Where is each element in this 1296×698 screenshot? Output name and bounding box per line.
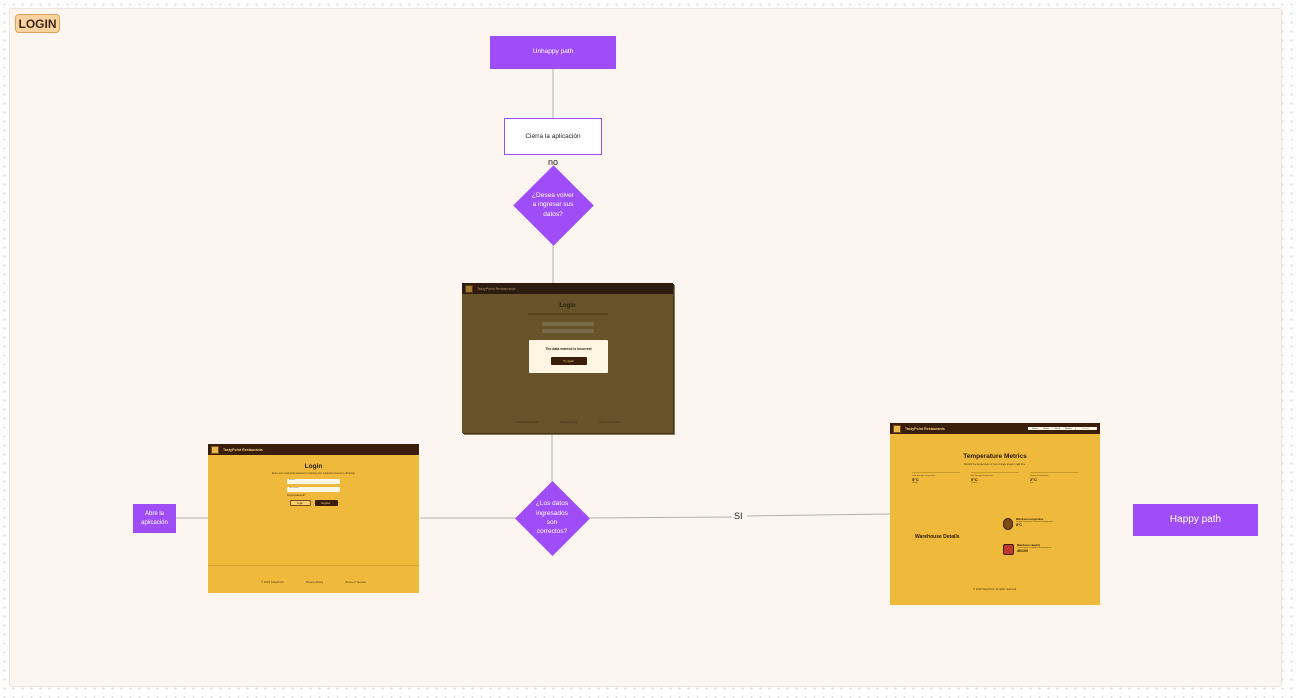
register-button[interactable]: Register bbox=[314, 500, 338, 507]
login-footer-copyright: © 2023 TastyPoint bbox=[261, 580, 284, 584]
login-screen-mock[interactable]: TastyPoint Restaurants Login Enter your … bbox=[208, 444, 419, 593]
error-screen-password-field[interactable] bbox=[541, 329, 594, 333]
edge-label-no: no bbox=[548, 157, 559, 167]
metric-value: 5°C bbox=[971, 477, 978, 482]
login-button[interactable]: Login bbox=[289, 500, 311, 507]
login-screen-footer: © 2023 TastyPoint Privacy Policy Terms o… bbox=[208, 580, 419, 584]
metrics-row: Cold Storage Temperature 5°C Normal Dry … bbox=[912, 472, 1078, 484]
login-screen-header: TastyPoint Restaurants bbox=[208, 444, 419, 455]
unhappy-path-node[interactable]: Unhappy path bbox=[490, 36, 616, 69]
thermometer-icon bbox=[1003, 518, 1013, 530]
nav-item-orders[interactable]: Orders bbox=[1042, 427, 1050, 430]
logo-icon bbox=[465, 284, 473, 293]
metric-card: Freezer Temperature 2°C Low bbox=[1030, 472, 1078, 484]
nav-item-stock[interactable]: Stock bbox=[1054, 427, 1060, 430]
open-app-node[interactable]: Abre la aplicación bbox=[133, 504, 176, 533]
section-label[interactable]: LOGIN bbox=[15, 14, 60, 33]
error-screen-subtitle-line bbox=[527, 313, 608, 315]
login-screen-title: Login bbox=[304, 463, 323, 470]
login-footer-privacy[interactable]: Privacy Policy bbox=[305, 580, 324, 584]
error-screen-footer: © 2023 TastyPoint Privacy Policy Terms o… bbox=[462, 420, 673, 424]
happy-path-node[interactable]: Happy path bbox=[1133, 504, 1258, 536]
error-screen-title: Login bbox=[559, 303, 576, 309]
error-screen-email-field[interactable] bbox=[541, 322, 594, 326]
warehouse-item-desc: Current temperature of the main storage … bbox=[1016, 521, 1053, 523]
password-input-placeholder: Password bbox=[289, 487, 299, 490]
dashboard-brand-group: TastyPoint Restaurants bbox=[893, 424, 945, 433]
login-screen-subtitle: Enter your email and password to manage … bbox=[271, 472, 356, 475]
dashboard-title: Temperature Metrics bbox=[963, 453, 1027, 460]
close-app-label: Cierra la aplicación bbox=[525, 133, 581, 140]
unhappy-path-label: Unhappy path bbox=[532, 48, 574, 56]
login-screen-brand: TastyPoint Restaurants bbox=[223, 447, 263, 452]
login-footer-divider bbox=[208, 565, 419, 566]
email-input-placeholder: Email bbox=[289, 479, 295, 482]
open-app-label: Abre la aplicación bbox=[141, 511, 168, 526]
error-footer-copyright: © 2023 TastyPoint bbox=[515, 420, 538, 424]
error-screen-brand: TastyPoint Restaurants bbox=[477, 286, 516, 291]
nav-item-metrics[interactable]: Metrics bbox=[1065, 427, 1073, 430]
password-input[interactable]: Password bbox=[287, 487, 340, 493]
forgot-password-link[interactable]: Forgot password? bbox=[287, 495, 306, 498]
error-footer-privacy[interactable]: Privacy Policy bbox=[559, 420, 578, 424]
metric-card: Cold Storage Temperature 5°C Normal bbox=[912, 472, 960, 484]
happy-path-label: Happy path bbox=[1169, 514, 1222, 526]
error-modal-button[interactable]: Try again bbox=[550, 357, 587, 365]
login-actions: Login Register bbox=[208, 500, 419, 507]
warehouse-item-value: 36/100 bbox=[1017, 549, 1028, 553]
metric-card: Dry Storage Temperature 5°C Normal bbox=[971, 472, 1019, 484]
logo-icon bbox=[211, 445, 219, 454]
dashboard-nav: Home Orders Stock Metrics Search bbox=[1027, 427, 1097, 430]
logo-icon bbox=[893, 424, 901, 433]
warehouse-section: Warehouse Details Warehouse temperature … bbox=[890, 515, 1100, 565]
metric-note: Normal bbox=[912, 482, 918, 484]
reenter-decision-node[interactable]: ¿Desea volver a ingresar sus datos? bbox=[512, 164, 594, 246]
error-screen-mock[interactable]: TastyPoint Restaurants Login The data en… bbox=[462, 283, 673, 433]
metric-note: Low bbox=[1030, 482, 1034, 484]
data-correct-question-label: ¿Los datos ingresados son correctos? bbox=[535, 500, 569, 536]
warehouse-item-value: 8°C bbox=[1016, 523, 1023, 527]
metric-label: Dry Storage Temperature bbox=[971, 475, 994, 477]
dashboard-footer: © 2023 TastyPoint. All rights reserved. bbox=[973, 588, 1017, 591]
dashboard-subtitle: Monitor the temperature of your storage … bbox=[964, 463, 1026, 466]
error-screen-header: TastyPoint Restaurants bbox=[462, 283, 673, 294]
metric-note: Normal bbox=[971, 482, 977, 484]
reenter-question-label: ¿Desea volver a ingresar sus datos? bbox=[532, 191, 574, 218]
warehouse-item: Warehouse capacity Current space occupie… bbox=[1003, 544, 1051, 555]
metric-value: 2°C bbox=[1030, 477, 1037, 482]
warehouse-item-desc: Current space occupied by stored product… bbox=[1017, 547, 1052, 549]
warehouse-title: Warehouse Details bbox=[915, 534, 960, 540]
dashboard-brand: TastyPoint Restaurants bbox=[905, 426, 945, 431]
nav-search-input[interactable]: Search bbox=[1075, 427, 1095, 430]
dashboard-screen-mock[interactable]: TastyPoint Restaurants Home Orders Stock… bbox=[890, 423, 1100, 605]
edge-label-si: SI bbox=[734, 511, 743, 521]
data-correct-decision-node[interactable]: ¿Los datos ingresados son correctos? bbox=[514, 480, 590, 556]
metric-label: Cold Storage Temperature bbox=[912, 475, 936, 477]
nav-item-home[interactable]: Home bbox=[1031, 427, 1038, 430]
warehouse-item: Warehouse temperature Current temperatur… bbox=[1003, 518, 1053, 530]
metric-label: Freezer Temperature bbox=[1030, 475, 1049, 477]
dashboard-header: TastyPoint Restaurants Home Orders Stock… bbox=[890, 423, 1100, 434]
email-input[interactable]: Email bbox=[287, 479, 340, 485]
warehouse-item-title: Warehouse capacity bbox=[1017, 544, 1041, 547]
error-footer-terms[interactable]: Terms of Service bbox=[599, 420, 620, 424]
boxes-icon bbox=[1003, 544, 1014, 555]
metric-value: 5°C bbox=[912, 477, 919, 482]
login-footer-terms[interactable]: Terms of Service bbox=[345, 580, 366, 584]
close-app-node[interactable]: Cierra la aplicación bbox=[504, 118, 602, 155]
error-modal[interactable]: The data entered is incorrect Try again bbox=[529, 340, 608, 373]
warehouse-item-title: Warehouse temperature bbox=[1016, 518, 1044, 521]
error-modal-text: The data entered is incorrect bbox=[545, 347, 592, 351]
